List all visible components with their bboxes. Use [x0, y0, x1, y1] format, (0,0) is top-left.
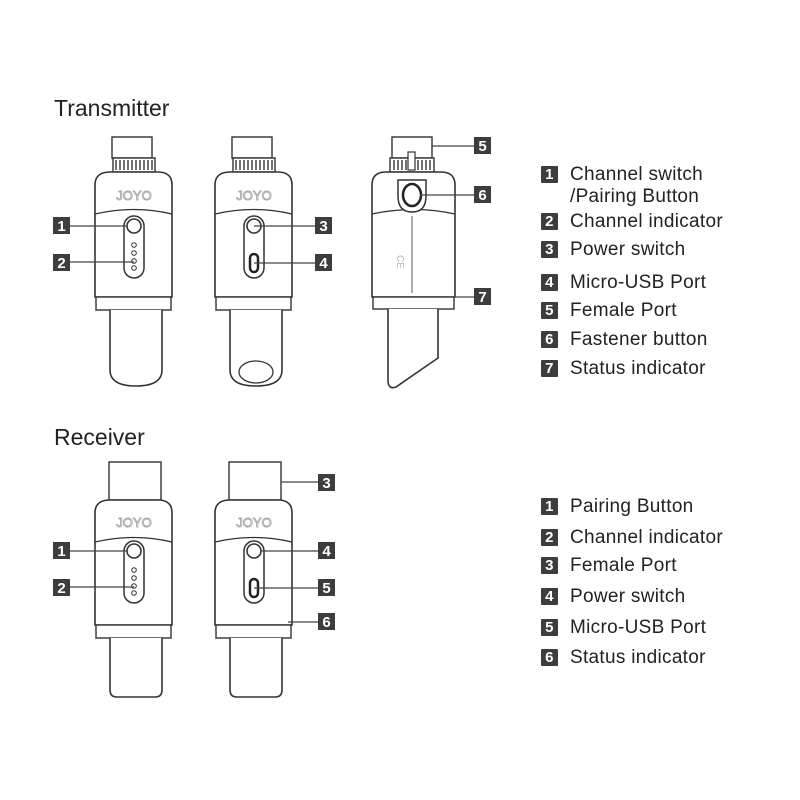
legend-label-line1: Channel switch	[570, 164, 704, 185]
legend-item: 3 Power switch	[541, 239, 686, 261]
legend-item: 6 Fastener button	[541, 329, 708, 351]
svg-text:CE: CE	[394, 255, 405, 269]
callout-t7: 7	[474, 288, 491, 306]
svg-text:2: 2	[57, 580, 65, 597]
legend-label: Status indicator	[570, 647, 706, 668]
transmitter-back-view: CE	[371, 136, 456, 389]
callout-t1: 1	[53, 217, 70, 235]
legend-item: 1 Channel switch/Pairing Button	[541, 164, 703, 208]
legend-badge: 1	[541, 498, 558, 515]
legend-badge: 4	[541, 588, 558, 605]
callout-t6: 6	[474, 186, 491, 204]
receiver-side-view: JOYO	[214, 461, 293, 698]
transmitter-title: Transmitter	[54, 95, 170, 121]
legend-item: 2 Channel indicator	[541, 211, 723, 233]
svg-text:7: 7	[478, 289, 486, 306]
fastener-button	[401, 182, 423, 208]
joyo-logo: JOYO	[116, 515, 151, 530]
legend-badge: 4	[541, 274, 558, 291]
callout-r4: 4	[318, 542, 335, 560]
legend-label: Pairing Button	[570, 496, 694, 517]
legend-label: Micro-USB Port	[570, 617, 707, 638]
legend-item: 3 Female Port	[541, 555, 677, 577]
legend-badge: 3	[541, 241, 558, 258]
legend-label: Status indicator	[570, 358, 706, 379]
joyo-logo: JOYO	[116, 188, 151, 203]
channel-switch-button	[126, 218, 142, 234]
power-switch	[246, 543, 262, 559]
legend-label: Female Port	[570, 555, 677, 576]
legend-badge: 2	[541, 213, 558, 230]
legend-label: Power switch	[570, 586, 686, 607]
callout-t4: 4	[315, 254, 332, 272]
legend-badge: 5	[541, 302, 558, 319]
transmitter-side-view: JOYO	[214, 136, 293, 387]
svg-text:6: 6	[322, 614, 330, 631]
svg-text:5: 5	[322, 580, 330, 597]
legend-item: 7 Status indicator	[541, 358, 706, 380]
legend-item: 5 Female Port	[541, 300, 677, 322]
svg-text:3: 3	[319, 218, 327, 235]
callout-r2: 2	[53, 579, 70, 597]
callout-t3: 3	[315, 217, 332, 235]
transmitter-front-view: JOYO	[94, 136, 173, 387]
legend-label: Channel indicator	[570, 211, 723, 232]
legend-badge: 7	[541, 360, 558, 377]
pairing-button	[126, 543, 142, 559]
legend-item: 6 Status indicator	[541, 647, 706, 669]
svg-text:2: 2	[57, 255, 65, 272]
legend-label: Female Port	[570, 300, 677, 321]
joyo-logo: JOYO	[236, 188, 271, 203]
legend-badge: 5	[541, 619, 558, 636]
legend-label: Channel switch/Pairing Button	[570, 164, 703, 208]
legend-label: Power switch	[570, 239, 686, 260]
legend-badge: 1	[541, 166, 558, 183]
legend-label: Micro-USB Port	[570, 272, 707, 293]
joyo-logo: JOYO	[236, 515, 271, 530]
svg-text:1: 1	[57, 218, 65, 235]
callout-r3: 3	[318, 474, 335, 492]
legend-item: 4 Power switch	[541, 586, 686, 608]
legend-badge: 3	[541, 557, 558, 574]
svg-text:1: 1	[57, 543, 65, 560]
callout-t5: 5	[474, 137, 491, 155]
receiver-front-view: JOYO	[94, 461, 173, 698]
callout-r1: 1	[53, 542, 70, 560]
svg-text:4: 4	[322, 543, 331, 560]
legend-item: 2 Channel indicator	[541, 527, 723, 549]
svg-text:6: 6	[478, 187, 486, 204]
legend-label: Fastener button	[570, 329, 708, 350]
legend-label-line2: /Pairing Button	[570, 186, 700, 207]
legend-item: 1 Pairing Button	[541, 496, 694, 518]
callout-r5: 5	[318, 579, 335, 597]
receiver-title: Receiver	[54, 424, 145, 450]
callout-r6: 6	[318, 613, 335, 631]
svg-text:5: 5	[478, 138, 486, 155]
svg-text:4: 4	[319, 255, 328, 272]
legend-badge: 6	[541, 331, 558, 348]
legend-badge: 2	[541, 529, 558, 546]
legend-badge: 6	[541, 649, 558, 666]
legend-item: 4 Micro-USB Port	[541, 272, 706, 294]
legend-label: Channel indicator	[570, 527, 723, 548]
callout-t2: 2	[53, 254, 70, 272]
legend-item: 5 Micro-USB Port	[541, 617, 706, 639]
svg-text:3: 3	[322, 475, 330, 492]
